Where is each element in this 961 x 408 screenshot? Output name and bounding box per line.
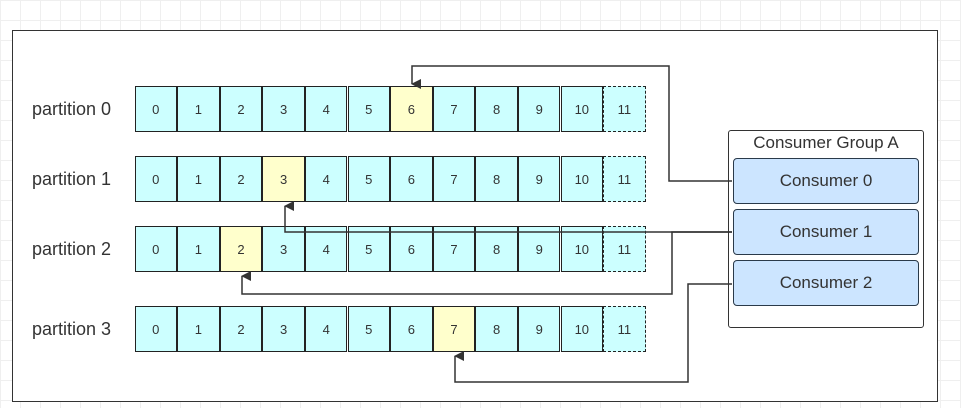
offset-cell: 5 bbox=[347, 226, 391, 272]
offset-cell: 1 bbox=[177, 226, 220, 272]
offset-cell: 0 bbox=[134, 156, 178, 202]
offset-cell: 3 bbox=[262, 86, 305, 132]
offset-cell: 3 bbox=[262, 306, 305, 352]
consumer-2-link bbox=[454, 283, 732, 383]
consumer-0-link bbox=[411, 65, 732, 182]
consumer-1-link-p1 bbox=[284, 201, 732, 233]
partition-label: partition 3 bbox=[32, 319, 112, 339]
offset-cell: 1 bbox=[177, 86, 220, 132]
consumer-0[interactable]: Consumer 0 bbox=[733, 158, 919, 204]
offset-cell: 4 bbox=[304, 156, 348, 202]
offset-cell: 6 bbox=[390, 86, 433, 132]
offset-cell: 11 bbox=[603, 226, 646, 272]
offset-cell: 7 bbox=[432, 156, 476, 202]
offset-cell: 9 bbox=[517, 86, 561, 132]
offset-cell: 9 bbox=[517, 156, 561, 202]
offset-cell: 10 bbox=[560, 226, 604, 272]
offset-cell: 5 bbox=[347, 306, 391, 352]
offset-cell: 0 bbox=[134, 86, 178, 132]
offset-cell: 4 bbox=[304, 86, 348, 132]
offset-cell: 7 bbox=[432, 86, 476, 132]
partition-label: partition 0 bbox=[32, 99, 112, 119]
offset-cell: 7 bbox=[432, 226, 476, 272]
offset-cell: 2 bbox=[219, 156, 263, 202]
offset-cell: 1 bbox=[177, 306, 220, 352]
offset-cell: 5 bbox=[347, 156, 391, 202]
offset-cell: 0 bbox=[134, 306, 178, 352]
offset-cell: 10 bbox=[560, 156, 604, 202]
offset-cell: 8 bbox=[475, 156, 518, 202]
offset-cell: 5 bbox=[347, 86, 391, 132]
offset-cell: 8 bbox=[475, 306, 518, 352]
offset-cell: 9 bbox=[517, 306, 561, 352]
consumer-group-title: Consumer Group A bbox=[753, 133, 899, 152]
offset-cell: 6 bbox=[390, 306, 433, 352]
offset-cell: 8 bbox=[475, 226, 518, 272]
offset-cell: 1 bbox=[177, 156, 220, 202]
partition-label: partition 2 bbox=[32, 239, 112, 259]
offset-cell: 6 bbox=[390, 156, 433, 202]
offset-cell: 4 bbox=[304, 226, 348, 272]
offset-cell: 2 bbox=[219, 86, 263, 132]
offset-cell: 3 bbox=[262, 156, 305, 202]
offset-cell: 2 bbox=[219, 226, 263, 272]
offset-cell: 6 bbox=[390, 226, 433, 272]
offset-cell: 11 bbox=[603, 86, 646, 132]
offset-cell: 3 bbox=[262, 226, 305, 272]
offset-cell: 2 bbox=[219, 306, 263, 352]
partition-label: partition 1 bbox=[32, 169, 112, 189]
consumer-group: Consumer Group A Consumer 0 Consumer 1 C… bbox=[728, 130, 924, 328]
offset-cell: 10 bbox=[560, 86, 604, 132]
consumer-1[interactable]: Consumer 1 bbox=[733, 209, 919, 255]
offset-cell: 9 bbox=[517, 226, 561, 272]
offset-cell: 10 bbox=[560, 306, 604, 352]
consumer-1-link-p2 bbox=[241, 231, 732, 295]
offset-cell: 4 bbox=[304, 306, 348, 352]
offset-cell: 7 bbox=[432, 306, 476, 352]
offset-cell: 8 bbox=[475, 86, 518, 132]
consumer-2[interactable]: Consumer 2 bbox=[733, 260, 919, 306]
offset-cell: 0 bbox=[134, 226, 178, 272]
offset-cell: 11 bbox=[603, 306, 646, 352]
offset-cell: 11 bbox=[603, 156, 646, 202]
